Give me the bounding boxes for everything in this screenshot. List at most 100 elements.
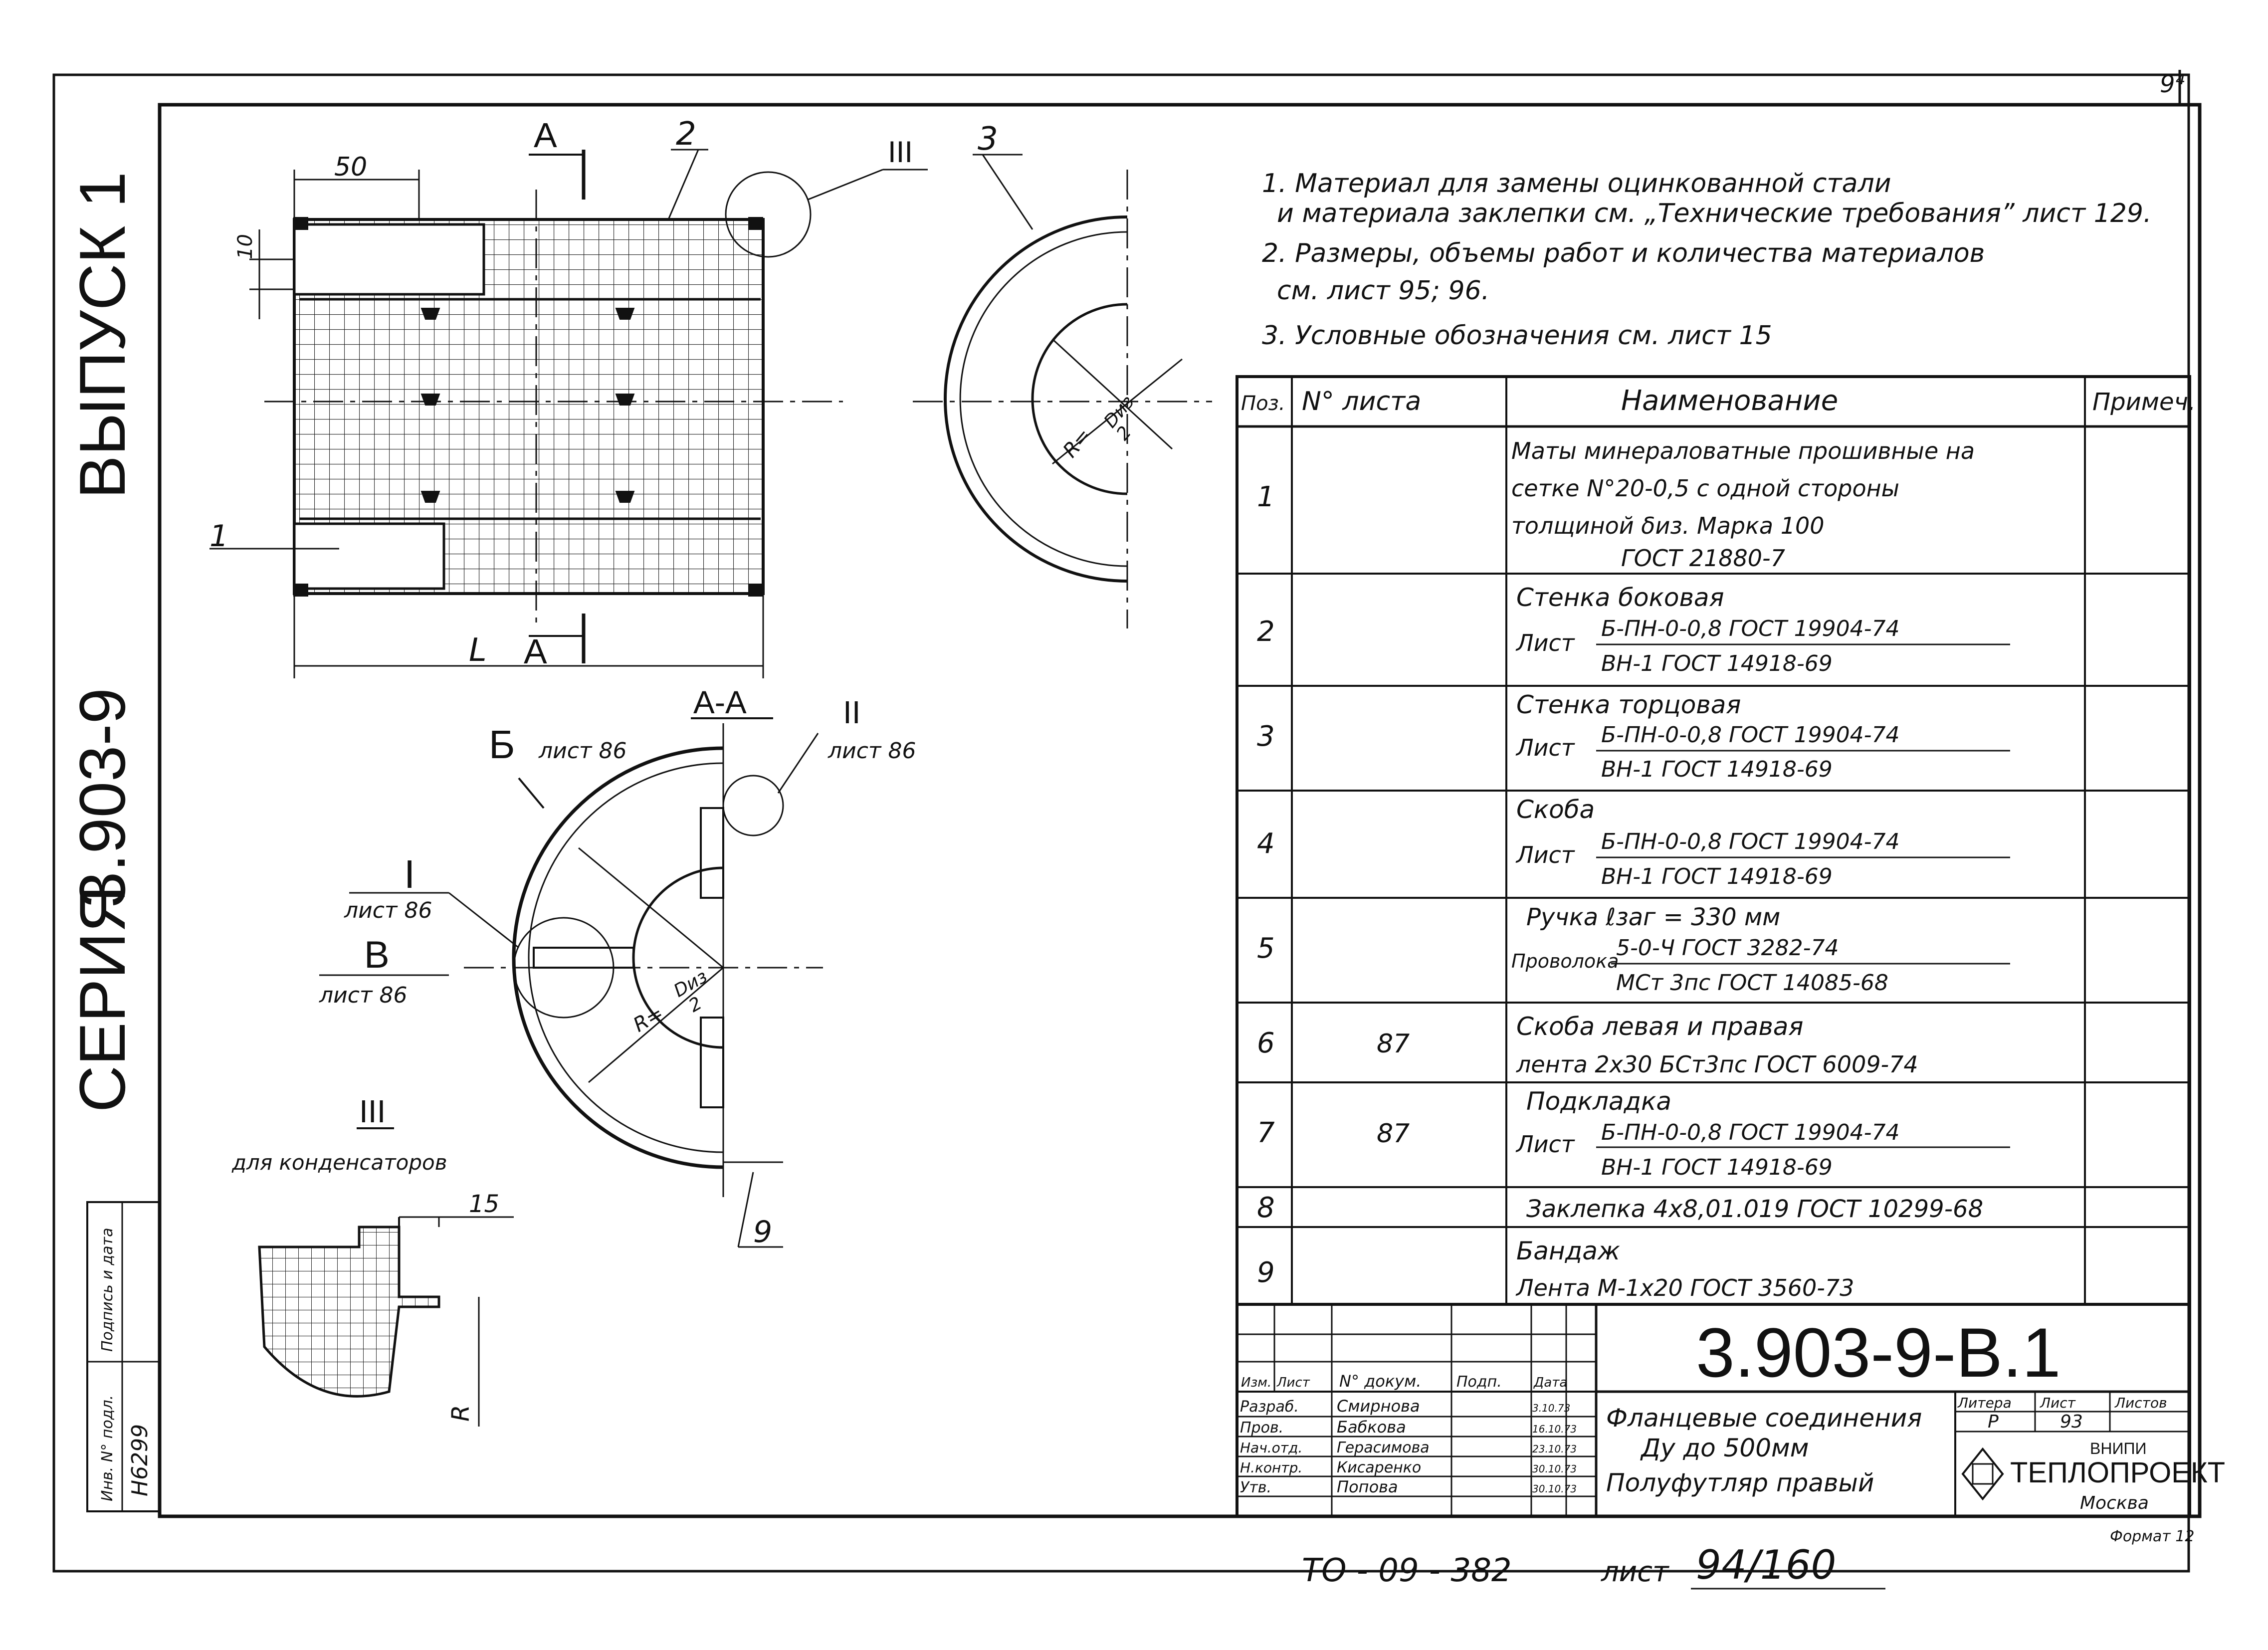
rev-h-sign: Подп.	[1456, 1373, 1502, 1391]
spec-row-3: 3 Стенка торцовая Лист Б-ПН-0-0,8 ГОСТ 1…	[1257, 690, 2010, 782]
detail-title: III	[359, 1093, 386, 1129]
org-logo	[1961, 1447, 2004, 1501]
th-note: Примеч.	[2092, 388, 2196, 416]
mat-cutout-top	[293, 223, 485, 296]
row5-den: МСт 3пс ГОСТ 14085-68	[1616, 970, 1888, 996]
row9-line2: Лента М-1х20 ГОСТ 3560-73	[1515, 1274, 1854, 1301]
bottom-ref: ТО - 09 - 382	[1302, 1552, 1512, 1589]
spec-row-4: 4 Скоба Лист Б-ПН-0-0,8 ГОСТ 19904-74 ВН…	[1257, 795, 2010, 889]
signer-3-date: 23.10.73	[1532, 1443, 1577, 1455]
spec-row-6: 6 87 Скоба левая и правая лента 2х30 БСт…	[1257, 1012, 1918, 1078]
pos-5: 5	[1257, 932, 1275, 965]
dim-L: L	[469, 632, 487, 669]
signer-1-name: Смирнова	[1337, 1397, 1420, 1416]
title-line-1: Фланцевые соединения	[1606, 1404, 1922, 1433]
callout-2: 2	[676, 116, 696, 153]
pos-8: 8	[1257, 1192, 1275, 1224]
section-title: А-А	[693, 684, 747, 720]
dim-10: 10	[234, 234, 257, 259]
label-I-ref: лист 86	[344, 898, 432, 923]
dim-50: 50	[334, 152, 367, 182]
sheet-6: 87	[1377, 1029, 1410, 1059]
rev-h-date: Дата	[1533, 1375, 1567, 1390]
spec-row-1: 1 Маты минераловатные прошивные на сетке…	[1257, 437, 1975, 572]
mat-cutout-bottom	[293, 522, 445, 590]
th-name: Наименование	[1621, 385, 1838, 417]
pos-9: 9	[1257, 1256, 1275, 1289]
row5-num: 5-0-Ч ГОСТ 3282-74	[1616, 935, 1839, 961]
plan-view: 50 10 L А А 1 2 III	[209, 116, 928, 678]
row8-line1: Заклепка 4х8,01.019 ГОСТ 10299-68	[1526, 1195, 1983, 1223]
row2-num: Б-ПН-0-0,8 ГОСТ 19904-74	[1601, 616, 1900, 641]
signer-5-date: 30.10.73	[1532, 1483, 1577, 1495]
spec-row-2: 2 Стенка боковая Лист Б-ПН-0-0,8 ГОСТ 19…	[1257, 583, 2010, 676]
signer-2-date: 16.10.73	[1532, 1423, 1577, 1435]
signer-5-role: Утв.	[1240, 1479, 1271, 1496]
note-line-1: 1. Материал для замены оцинкованной стал…	[1262, 169, 1891, 199]
inv-value: Н6299	[127, 1424, 153, 1496]
label-B-cyr: Б	[489, 722, 515, 767]
section-mark-top: А	[534, 116, 557, 155]
dim-R: R	[447, 1405, 475, 1422]
row4-num: Б-ПН-0-0,8 ГОСТ 19904-74	[1601, 829, 1900, 854]
signer-4-date: 30.10.73	[1532, 1463, 1577, 1475]
callout-1: 1	[209, 519, 228, 554]
org-city: Москва	[2080, 1493, 2149, 1513]
title-line-3: Полуфутляр правый	[1606, 1468, 1874, 1497]
org-small: ВНИПИ	[2090, 1440, 2146, 1457]
series-number: 3.903-9	[66, 688, 139, 908]
row5-prefix: Проволока	[1511, 950, 1619, 972]
note-line-4: см. лист 95; 96.	[1277, 276, 1489, 306]
label-V-ref: лист 86	[319, 983, 408, 1008]
title-line-2: Ду до 500мм	[1640, 1434, 1809, 1462]
note-line-3: 2. Размеры, объемы работ и количества ма…	[1262, 238, 1985, 268]
title-block: 3.903-9-В.1 Изм. Лист N° докум. Подп. Да…	[1236, 1303, 2225, 1518]
section-mark-bottom: А	[524, 632, 547, 671]
pos-6: 6	[1257, 1027, 1275, 1059]
row4-prefix: Лист	[1515, 841, 1575, 868]
sheet-7: 87	[1377, 1119, 1410, 1149]
th-sheet: N° листа	[1302, 387, 1421, 416]
spec-row-9: 9 Бандаж Лента М-1х20 ГОСТ 3560-73	[1257, 1237, 1854, 1301]
row1-line4: ГОСТ 21880-7	[1621, 545, 1785, 572]
sheet-value: 93	[2060, 1412, 2083, 1432]
row7-title: Подкладка	[1526, 1087, 1671, 1116]
org-name: ТЕПЛОПРОЕКТ	[2010, 1456, 2225, 1489]
row3-den: ВН-1 ГОСТ 14918-69	[1601, 757, 1833, 782]
dim-15: 15	[469, 1190, 499, 1218]
row9-line1: Бандаж	[1516, 1237, 1620, 1265]
spec-table: Поз. N° листа Наименование Примеч. 1 Мат…	[1236, 375, 2196, 1306]
row7-prefix: Лист	[1515, 1131, 1575, 1158]
bottom-sheet-value: 94/160	[1696, 1542, 1836, 1588]
signer-2-name: Бабкова	[1337, 1418, 1406, 1437]
signer-2-role: Пров.	[1240, 1419, 1283, 1437]
row4-title: Скоба	[1516, 795, 1595, 824]
row3-title: Стенка торцовая	[1516, 690, 1741, 719]
signer-4-role: Н.контр.	[1240, 1459, 1302, 1476]
sheet-label: Лист	[2040, 1395, 2076, 1411]
row3-prefix: Лист	[1515, 734, 1575, 761]
detail-III: III для конденсаторов 15 R	[231, 1093, 514, 1427]
end-view: 3 R= Dиз 2	[913, 121, 1212, 628]
row6-line2: лента 2х30 БСт3пс ГОСТ 6009-74	[1516, 1051, 1918, 1078]
th-pos: Поз.	[1241, 392, 1285, 415]
litera-value: Р	[1988, 1412, 1999, 1432]
pos-2: 2	[1257, 616, 1275, 648]
row1-line3: толщиной δиз. Марка 100	[1511, 512, 1825, 539]
rev-h-list: Лист	[1276, 1375, 1310, 1390]
pos-1: 1	[1257, 481, 1275, 513]
inv-label: Инв. N° подл.	[99, 1395, 116, 1501]
signer-1-role: Разраб.	[1240, 1398, 1299, 1416]
notes: 1. Материал для замены оцинкованной стал…	[1262, 169, 2152, 351]
row4-den: ВН-1 ГОСТ 14918-69	[1601, 864, 1833, 889]
row1-line2: сетке N°20-0,5 с одной стороны	[1511, 475, 1899, 502]
callout-9: 9	[753, 1215, 772, 1249]
signer-4-name: Кисаренко	[1337, 1459, 1421, 1476]
row5-title: Ручка ℓзаг = 330 мм	[1526, 903, 1780, 931]
row2-title: Стенка боковая	[1516, 583, 1724, 612]
signer-3-name: Герасимова	[1337, 1439, 1430, 1456]
signer-5-name: Попова	[1337, 1477, 1398, 1496]
bottom-sheet-label: лист	[1601, 1556, 1669, 1588]
